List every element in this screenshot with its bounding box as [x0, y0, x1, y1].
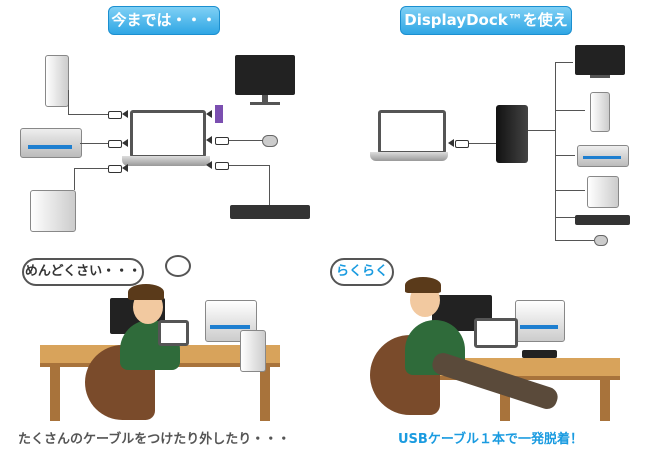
laptop-icon — [378, 110, 446, 154]
router-icon — [45, 55, 69, 107]
nas-icon — [587, 176, 619, 208]
keyboard-icon — [230, 205, 310, 219]
mouse-icon — [594, 235, 608, 246]
displaydock-icon — [496, 105, 528, 163]
speech-bubble: らくらく — [330, 258, 394, 286]
caption-before: たくさんのケーブルをつけたり外したり・・・ — [18, 432, 291, 447]
header-after: DisplayDock™を使えば — [400, 6, 572, 56]
mouse-icon — [262, 135, 278, 147]
keyboard-icon — [575, 215, 630, 225]
printer-icon — [20, 128, 82, 158]
monitor-icon — [235, 55, 295, 95]
monitor-icon — [575, 45, 625, 75]
laptop-icon — [130, 110, 206, 158]
header-before: 今までは・・・ — [108, 6, 220, 35]
displaydock-icon — [522, 350, 557, 358]
nas-icon — [30, 190, 76, 232]
swirl-icon — [165, 255, 191, 277]
caption-after: USBケーブル１本で一発脱着！ — [398, 432, 584, 447]
router-icon — [590, 92, 610, 132]
speech-bubble: めんどくさい・・・ — [22, 258, 144, 286]
